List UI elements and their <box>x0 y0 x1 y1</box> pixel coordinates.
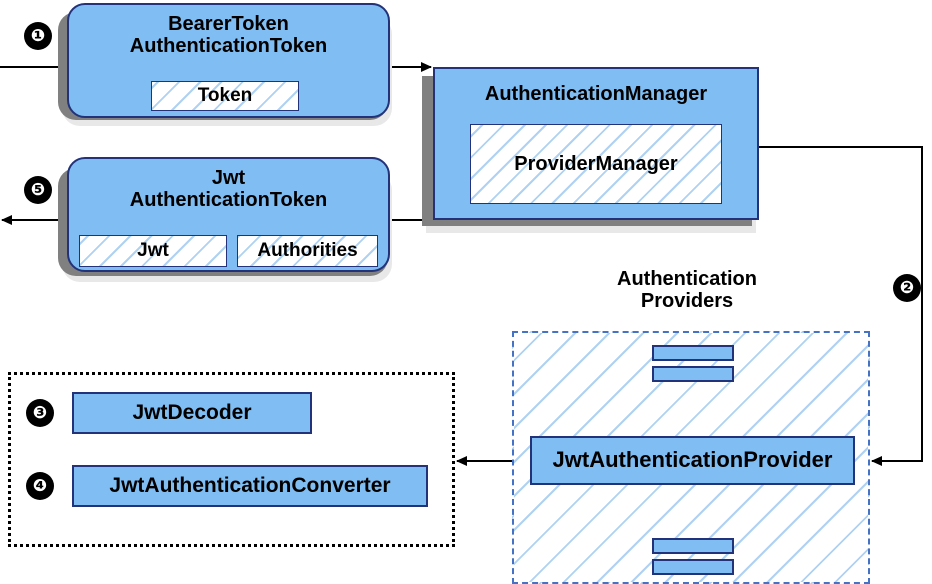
provider-stub-bar-bottom-2 <box>652 559 734 575</box>
provider-stub-bar-bottom-1 <box>652 538 734 554</box>
node-jwt-decoder-title: JwtDecoder <box>132 401 252 425</box>
badge-step-5: ❺ <box>24 176 52 204</box>
node-jwt-authentication-converter[interactable]: JwtAuthenticationConverter <box>72 465 428 507</box>
node-jwt-authentication-token[interactable]: Jwt AuthenticationToken Jwt Authorities <box>67 157 390 272</box>
provider-stub-bar-top-1 <box>652 345 734 361</box>
node-jwt-decoder[interactable]: JwtDecoder <box>72 392 312 434</box>
node-jwt-authentication-converter-title: JwtAuthenticationConverter <box>109 474 391 498</box>
badge-step-1: ❶ <box>24 22 52 50</box>
node-bearer-token-authentication-token[interactable]: BearerToken AuthenticationToken Token <box>67 3 390 118</box>
badge-step-2: ❷ <box>893 274 921 302</box>
badge-step-4: ❹ <box>26 472 54 500</box>
node-bearer-token-title: BearerToken AuthenticationToken <box>129 13 328 58</box>
node-jwt-token-slot-authorities: Authorities <box>237 235 378 267</box>
node-bearer-token-slot-token: Token <box>151 81 299 111</box>
node-authentication-manager-slot-provider-manager: ProviderManager <box>470 124 722 204</box>
badge-step-3: ❸ <box>26 399 54 427</box>
node-jwt-token-title: Jwt AuthenticationToken <box>129 167 328 212</box>
node-authentication-manager-title: AuthenticationManager <box>484 83 708 105</box>
node-authentication-manager[interactable]: AuthenticationManager ProviderManager <box>433 67 759 220</box>
node-jwt-authentication-provider-title: JwtAuthenticationProvider <box>552 447 833 473</box>
provider-stub-bar-top-2 <box>652 366 734 382</box>
node-jwt-authentication-provider[interactable]: JwtAuthenticationProvider <box>530 436 855 485</box>
authentication-providers-label: Authentication Providers <box>617 268 757 312</box>
node-jwt-token-slot-jwt: Jwt <box>79 235 227 267</box>
